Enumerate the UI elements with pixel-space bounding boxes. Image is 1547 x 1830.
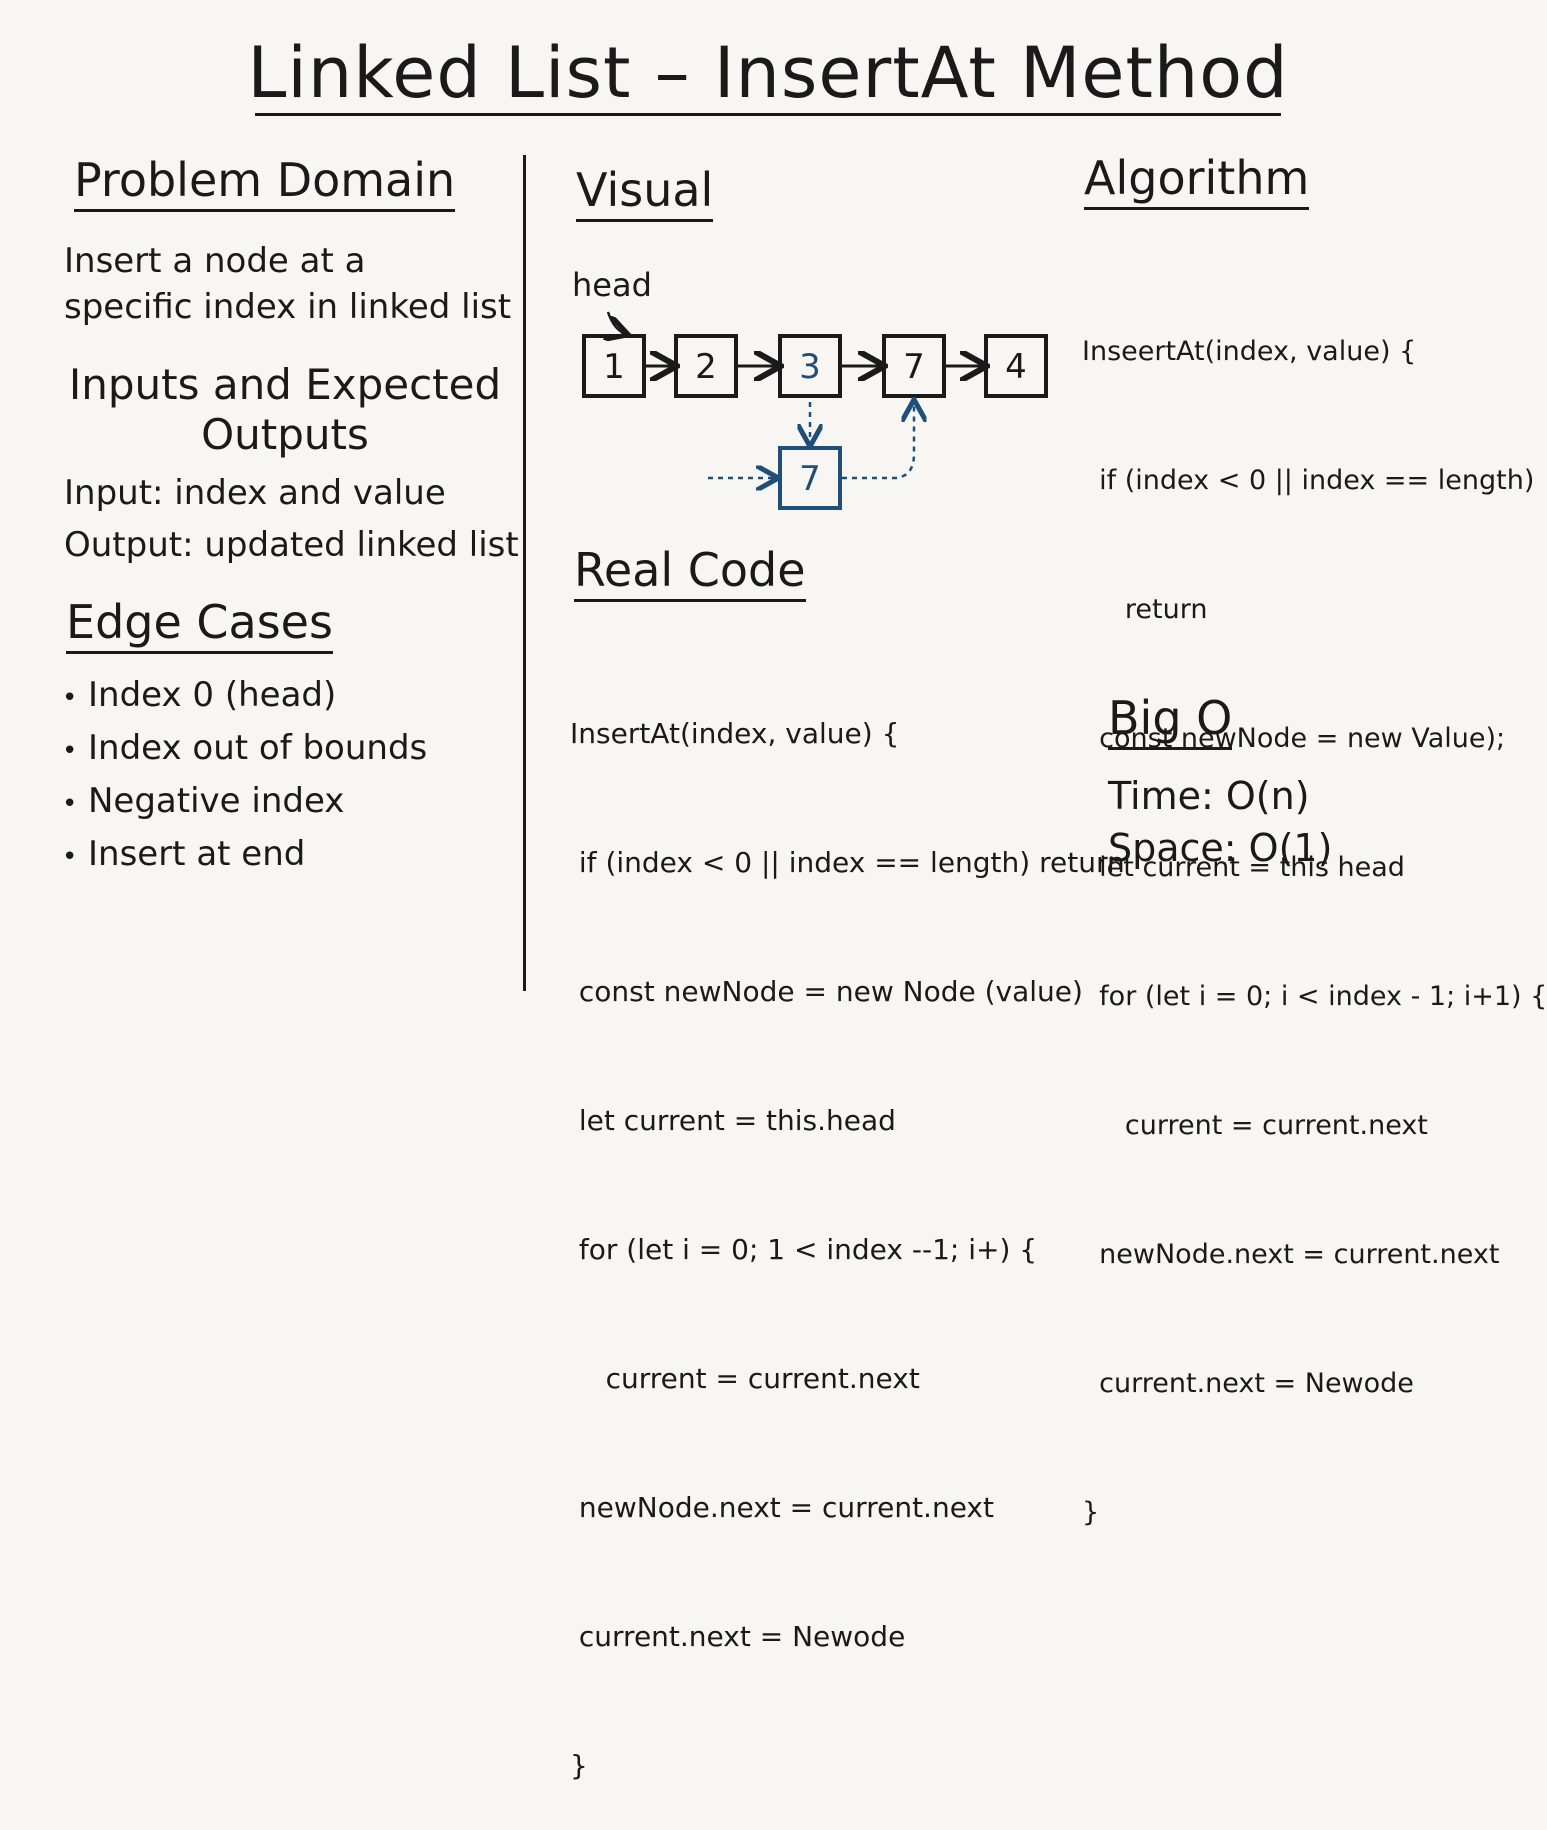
edge-cases-list: Index 0 (head) Index out of bounds Negat… <box>62 670 427 882</box>
algorithm-line: InseertAt(index, value) { <box>1082 336 1417 367</box>
edge-case-item: Insert at end <box>62 829 427 882</box>
linked-list-diagram: head 1 2 3 7 4 7 <box>572 266 1048 510</box>
big-o-heading: Big O <box>1108 690 1233 750</box>
list-node-4-value: 7 <box>903 347 925 387</box>
code-line: for (let i = 0; 1 < index --1; i+) { <box>570 1233 1038 1266</box>
list-node-1-value: 1 <box>603 347 625 387</box>
code-line: newNode.next = current.next <box>570 1491 994 1524</box>
code-line: let current = this.head <box>570 1104 896 1137</box>
edge-case-item: Index out of bounds <box>62 723 427 776</box>
algorithm-line: current = current.next <box>1082 1110 1428 1141</box>
inputs-outputs-heading-line: Inputs and Expected <box>68 360 502 409</box>
space-complexity: Space: O(1) <box>1108 826 1333 870</box>
list-node-5-value: 4 <box>1005 347 1027 387</box>
algorithm-heading: Algorithm <box>1084 150 1310 210</box>
visual-heading: Visual <box>576 162 714 222</box>
new-node-value: 7 <box>799 459 821 499</box>
algorithm-line: for (let i = 0; i < index - 1; i+1) { <box>1082 981 1547 1012</box>
code-line: current.next = Newode <box>570 1620 906 1653</box>
input-description: Input: index and value <box>64 473 446 513</box>
head-label: head <box>572 266 652 304</box>
code-line: } <box>570 1749 588 1782</box>
code-line: InsertAt(index, value) { <box>570 717 900 750</box>
list-node-2-value: 2 <box>695 347 717 387</box>
inputs-outputs-heading-line: Outputs <box>201 410 369 459</box>
algorithm-line: return <box>1082 594 1208 625</box>
edge-cases-heading: Edge Cases <box>66 594 333 654</box>
algorithm-line: if (index < 0 || index == length) <box>1082 465 1535 496</box>
algorithm-line: current.next = Newode <box>1082 1368 1414 1399</box>
head-pointer-arrow <box>608 311 626 334</box>
real-code-heading: Real Code <box>574 542 806 602</box>
algorithm-block: InseertAt(index, value) { if (index < 0 … <box>1082 244 1547 1577</box>
algorithm-line: } <box>1082 1497 1100 1528</box>
algorithm-line: const newNode = new Value); <box>1082 723 1506 754</box>
time-complexity: Time: O(n) <box>1108 774 1310 818</box>
real-code-block: InsertAt(index, value) { if (index < 0 |… <box>570 626 1125 1830</box>
list-node-3-value: 3 <box>799 347 821 387</box>
link-dashed-arrow <box>842 402 914 480</box>
code-line: if (index < 0 || index == length) return <box>570 846 1125 879</box>
output-description: Output: updated linked list <box>64 525 519 565</box>
code-line: const newNode = new Node (value) <box>570 975 1083 1008</box>
problem-description-line: specific index in linked list <box>64 287 512 327</box>
problem-description: Insert a node at a specific index in lin… <box>64 238 511 330</box>
algorithm-line: let current = this head <box>1082 852 1405 883</box>
code-line: current = current.next <box>570 1362 920 1395</box>
page-title: Linked List – InsertAt Method <box>247 32 1289 114</box>
algorithm-line: newNode.next = current.next <box>1082 1239 1500 1270</box>
problem-description-line: Insert a node at a <box>64 241 366 281</box>
problem-domain-heading: Problem Domain <box>74 152 456 212</box>
edge-case-item: Negative index <box>62 776 427 829</box>
column-divider <box>523 155 526 991</box>
edge-case-item: Index 0 (head) <box>62 670 427 723</box>
inputs-outputs-heading: Inputs and Expected Outputs <box>40 360 530 460</box>
title-underline <box>255 113 1281 116</box>
